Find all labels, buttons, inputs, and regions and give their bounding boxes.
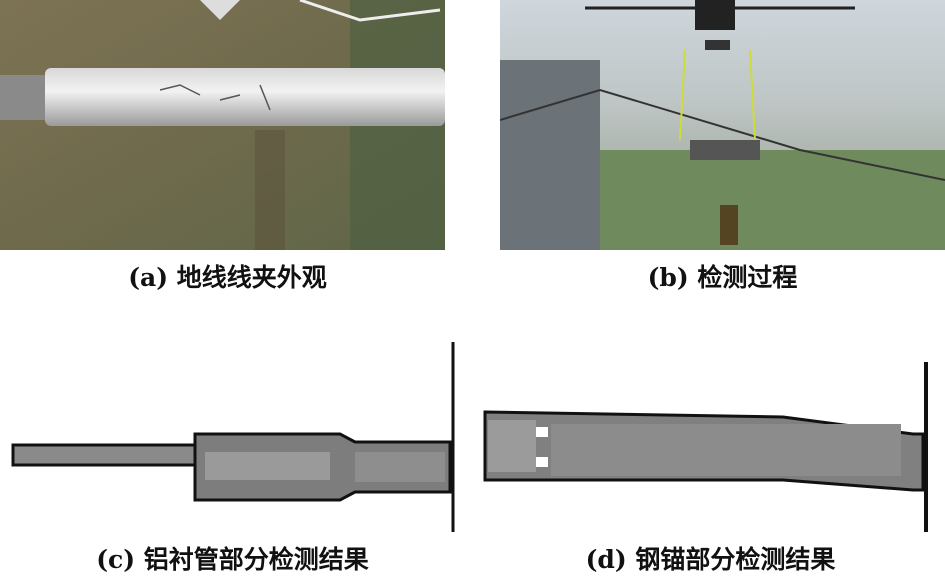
photo-clamp-appearance: [0, 0, 445, 250]
photo-detection-process: [500, 0, 945, 250]
caption-b: (b) 检测过程: [647, 263, 798, 292]
xray-steel-anchor-result: [483, 362, 938, 532]
caption-d: (d) 钢锚部分检测结果: [585, 545, 836, 574]
caption-c: (c) 铝衬管部分检测结果: [96, 545, 369, 574]
xray-aluminum-liner-result: [10, 342, 460, 532]
caption-a: (a) 地线线夹外观: [128, 263, 327, 292]
